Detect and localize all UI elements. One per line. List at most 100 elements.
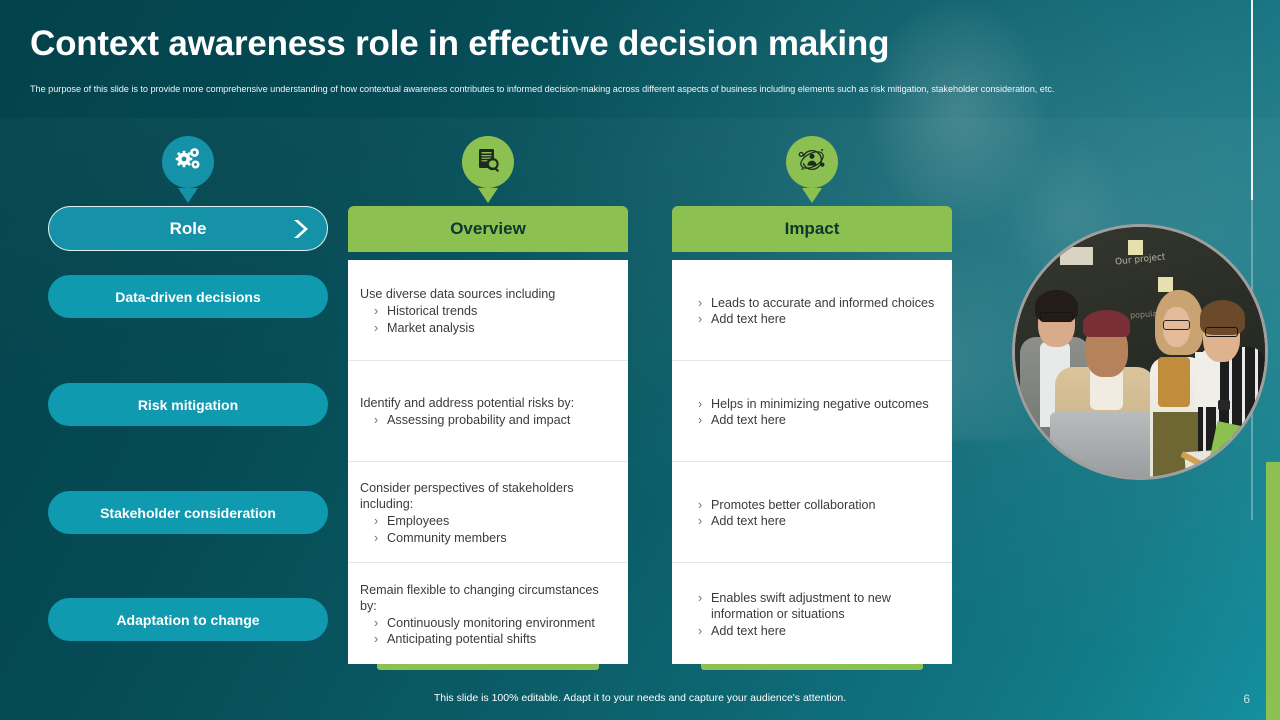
list-item-label: Add text here xyxy=(711,413,786,427)
column-overview: Overview Use diverse data sources includ… xyxy=(348,206,628,670)
list-item-label: Continuously monitoring environment xyxy=(387,615,595,630)
column-overview-body: Use diverse data sources including › Hist… xyxy=(348,260,628,664)
list-item: › Add text here xyxy=(684,412,940,428)
badge-role xyxy=(162,136,214,203)
list-item-label: Enables swift adjustment to new informat… xyxy=(711,590,891,622)
chevron-bullet-icon: › xyxy=(698,623,703,638)
list-item-label: Anticipating potential shifts xyxy=(387,632,537,647)
glasses-icon xyxy=(1162,319,1190,330)
overview-bullet-list: › Assessing probability and impact xyxy=(360,412,616,428)
list-item: › Employees xyxy=(360,513,616,529)
column-header-role[interactable]: Role xyxy=(48,206,328,251)
list-item: › Enables swift adjustment to new informa… xyxy=(684,590,940,623)
chalkboard-sticky-note xyxy=(1157,277,1173,292)
column-header-impact-label: Impact xyxy=(784,219,840,238)
overview-cell-lead: Remain flexible to changing circumstance… xyxy=(360,582,599,613)
column-header-impact[interactable]: Impact xyxy=(672,206,952,252)
overview-bullet-list: › Historical trends › Market analysis xyxy=(360,303,616,336)
chevron-bullet-icon: › xyxy=(374,615,379,630)
impact-cell: › Enables swift adjustment to new informa… xyxy=(672,563,952,664)
badge-pointer xyxy=(478,188,498,203)
chevron-bullet-icon: › xyxy=(374,320,379,335)
page-subtitle: The purpose of this slide is to provide … xyxy=(30,84,1055,94)
column-impact: Impact › Leads to accurate and informed c… xyxy=(672,206,952,670)
role-item-label: Stakeholder consideration xyxy=(100,504,276,521)
role-item-2[interactable]: Stakeholder consideration xyxy=(48,491,328,534)
list-item: › Helps in minimizing negative outcomes xyxy=(684,396,940,412)
chevron-right-icon xyxy=(291,218,309,240)
list-item: › Community members xyxy=(360,530,616,546)
column-overview-footer-accent xyxy=(377,664,599,670)
list-item: › Add text here xyxy=(684,513,940,529)
gears-icon xyxy=(173,145,203,180)
chevron-bullet-icon: › xyxy=(374,413,379,428)
role-item-3[interactable]: Adaptation to change xyxy=(48,598,328,641)
chevron-bullet-icon: › xyxy=(374,530,379,545)
overview-bullet-list: › Employees › Community members xyxy=(360,513,616,546)
chevron-bullet-icon: › xyxy=(698,413,703,427)
role-item-label: Adaptation to change xyxy=(116,611,260,628)
list-item: › Market analysis xyxy=(360,320,616,336)
list-item-label: Assessing probability and impact xyxy=(387,413,571,428)
impact-bullet-list: › Enables swift adjustment to new informa… xyxy=(684,590,940,639)
chevron-bullet-icon: › xyxy=(698,514,703,528)
impact-cell: › Promotes better collaboration › Add text… xyxy=(672,462,952,563)
column-header-overview[interactable]: Overview xyxy=(348,206,628,252)
list-item: ›Add text here xyxy=(684,311,940,327)
list-item-label: Market analysis xyxy=(387,320,475,335)
impact-bullet-list: › Promotes better collaboration › Add text… xyxy=(684,497,940,530)
impact-bullet-list: › Helps in minimizing negative outcomes ›… xyxy=(684,396,940,429)
role-item-label: Risk mitigation xyxy=(137,396,239,413)
footer-note: This slide is 100% editable. Adapt it to… xyxy=(433,692,847,704)
badge-impact xyxy=(786,136,838,203)
chevron-bullet-icon: › xyxy=(374,304,379,319)
overview-cell: Consider perspectives of stakeholders in… xyxy=(348,462,628,563)
overview-cell: Identify and address potential risks by:… xyxy=(348,361,628,462)
list-item: › Anticipating potential shifts xyxy=(360,631,616,647)
page-number: 6 xyxy=(1243,692,1250,706)
chalkboard-poster xyxy=(1060,247,1093,265)
right-edge-rule xyxy=(1251,0,1253,200)
overview-cell-lead: Consider perspectives of stakeholders in… xyxy=(360,481,574,512)
overview-bullet-list: › Continuously monitoring environment › An… xyxy=(360,615,616,648)
glasses-icon xyxy=(1205,327,1238,337)
column-header-role-label: Role xyxy=(169,218,207,238)
beanie-icon xyxy=(1082,309,1130,337)
photo-inner: Our project popular xyxy=(1015,227,1265,477)
list-item-label: Leads to accurate and informed choices xyxy=(711,295,935,310)
chevron-bullet-icon: › xyxy=(374,632,379,647)
list-item-label: Add text here xyxy=(711,514,786,528)
list-item-label: Helps in minimizing negative outcomes xyxy=(711,396,929,411)
green-accent-bar xyxy=(1266,462,1280,720)
list-item-label: Historical trends xyxy=(387,304,478,319)
role-item-1[interactable]: Risk mitigation xyxy=(48,383,328,426)
badge-pointer xyxy=(802,188,822,203)
list-item-label: Community members xyxy=(387,530,507,545)
badge-pointer xyxy=(178,188,198,203)
list-item: ›Add text here xyxy=(684,623,940,639)
impact-bullet-list: ›Leads to accurate and informed choices … xyxy=(684,295,940,328)
column-header-overview-label: Overview xyxy=(450,219,526,238)
overview-cell-lead: Identify and address potential risks by: xyxy=(360,396,575,411)
list-item-label: Employees xyxy=(387,514,450,529)
chevron-bullet-icon: › xyxy=(698,396,703,411)
chalkboard-sticky-note xyxy=(1127,239,1143,255)
list-item: › Historical trends xyxy=(360,303,616,319)
chevron-bullet-icon: › xyxy=(698,497,703,512)
chevron-bullet-icon: › xyxy=(698,590,703,605)
badge-overview xyxy=(462,136,514,203)
column-impact-body: ›Leads to accurate and informed choices … xyxy=(672,260,952,664)
person-network-icon xyxy=(796,144,828,181)
overview-cell-lead: Use diverse data sources including xyxy=(360,287,556,302)
list-item-label: Promotes better collaboration xyxy=(711,497,876,512)
impact-cell: › Helps in minimizing negative outcomes ›… xyxy=(672,361,952,462)
person-face-overlay xyxy=(1162,307,1190,347)
chevron-bullet-icon: › xyxy=(698,295,703,310)
list-item: › Continuously monitoring environment xyxy=(360,615,616,631)
list-item: › Assessing probability and impact xyxy=(360,412,616,428)
person-hair xyxy=(1035,289,1078,322)
list-item: › Leads to accurate and informed choices xyxy=(684,295,940,311)
list-item-label: Add text here xyxy=(711,312,786,326)
role-item-0[interactable]: Data-driven decisions xyxy=(48,275,328,318)
chevron-bullet-icon: › xyxy=(374,514,379,529)
